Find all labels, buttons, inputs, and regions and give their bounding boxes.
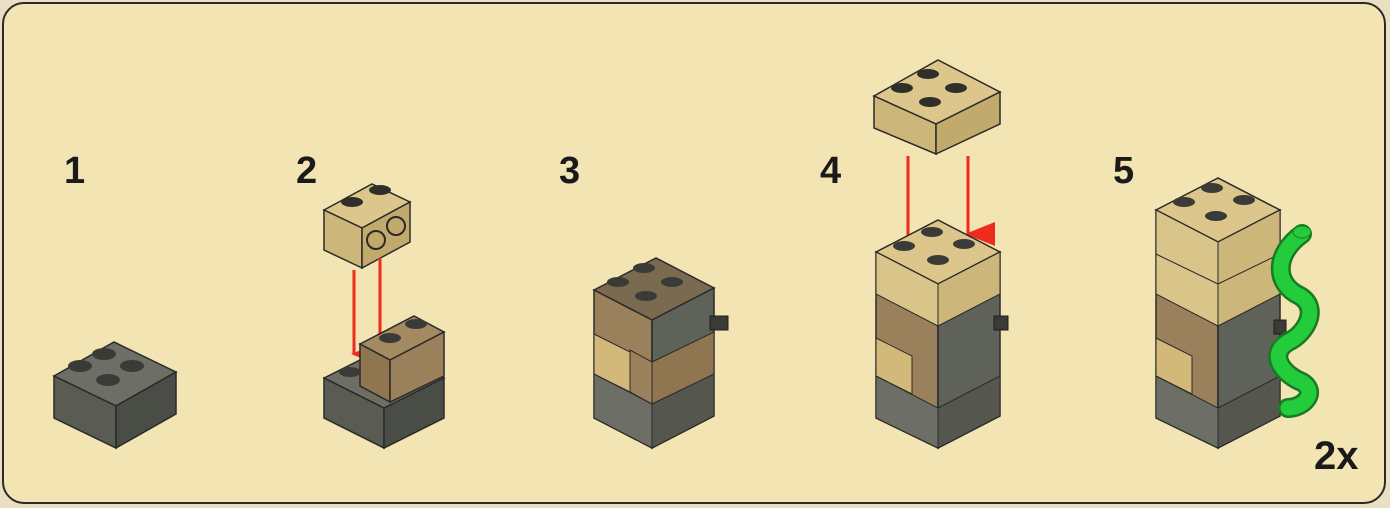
step4-stack (874, 219, 1009, 450)
step-number-2: 2 (296, 150, 318, 192)
step-number-4: 4 (820, 150, 842, 192)
step4-top-brick (872, 59, 1002, 156)
step2-stack (322, 315, 446, 450)
step-number-1: 1 (64, 150, 86, 192)
step1-dark-gray-brick (52, 341, 178, 450)
quantity-multiplier: 2x (1314, 434, 1359, 478)
step-number-3: 3 (559, 150, 581, 192)
step3-stack (592, 257, 729, 450)
step5-stack (1154, 177, 1287, 450)
build-steps-illustration (52, 59, 1320, 450)
snake-figure (1268, 224, 1320, 418)
step-number-5: 5 (1113, 150, 1135, 192)
step2-technic-brick (322, 183, 412, 270)
